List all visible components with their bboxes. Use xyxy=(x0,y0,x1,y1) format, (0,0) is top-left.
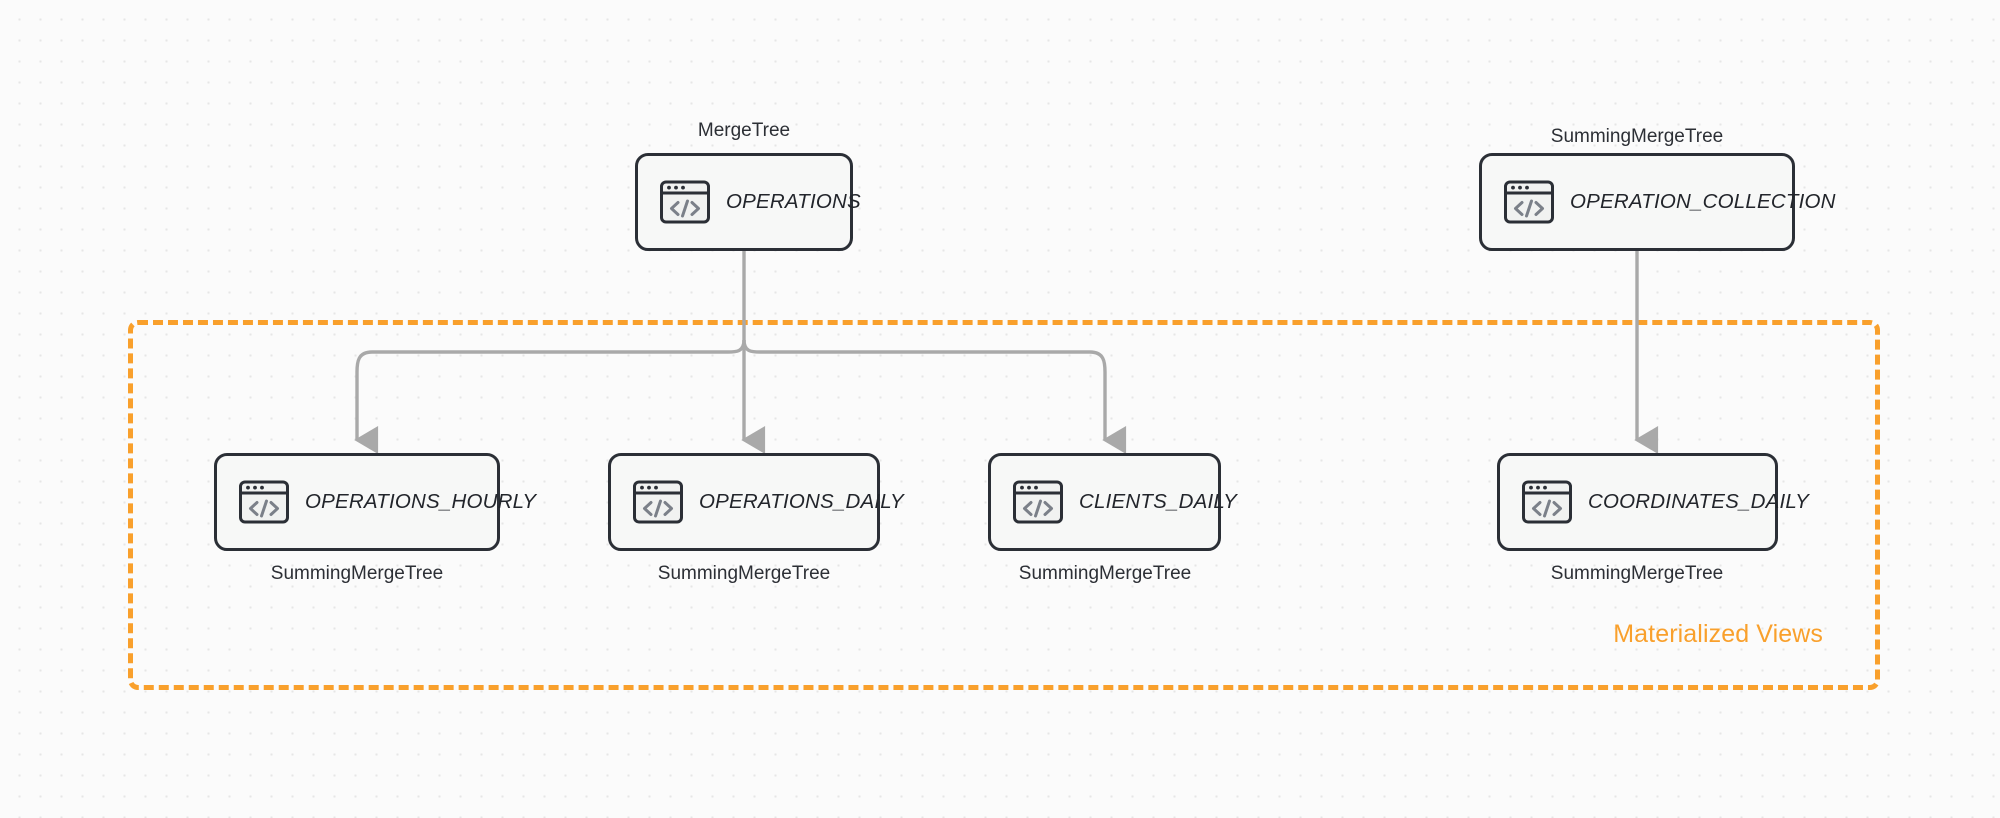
node-label: CLIENTS_DAILY xyxy=(1079,490,1237,513)
code-window-icon xyxy=(633,480,683,524)
materialized-views-group: Materialized Views xyxy=(128,320,1880,690)
code-window-icon xyxy=(660,180,710,224)
node-clients-daily[interactable]: CLIENTS_DAILY xyxy=(988,453,1237,551)
materialized-views-label: Materialized Views xyxy=(1613,620,1823,648)
engine-caption-operations: MergeTree xyxy=(697,120,791,141)
node-label: OPERATIONS_HOURLY xyxy=(305,490,537,513)
code-window-icon xyxy=(1504,180,1554,224)
node-coordinates-daily[interactable]: COORDINATES_DAILY xyxy=(1497,453,1809,551)
engine-caption-clients-daily: SummingMergeTree xyxy=(1018,563,1192,584)
node-operations-daily[interactable]: OPERATIONS_DAILY xyxy=(608,453,904,551)
node-label: OPERATIONS_DAILY xyxy=(699,490,904,513)
code-window-icon xyxy=(239,480,289,524)
engine-caption-operations-daily: SummingMergeTree xyxy=(657,563,831,584)
node-operations[interactable]: OPERATIONS xyxy=(635,153,861,251)
node-label: OPERATION_COLLECTION xyxy=(1570,190,1836,213)
node-label: OPERATIONS xyxy=(726,190,861,213)
node-operation-collection[interactable]: OPERATION_COLLECTION xyxy=(1479,153,1835,251)
engine-caption-operation-collection: SummingMergeTree xyxy=(1550,126,1724,147)
code-window-icon xyxy=(1013,480,1063,524)
code-window-icon xyxy=(1522,480,1572,524)
engine-caption-coordinates-daily: SummingMergeTree xyxy=(1550,563,1724,584)
engine-caption-operations-hourly: SummingMergeTree xyxy=(270,563,444,584)
node-operations-hourly[interactable]: OPERATIONS_HOURLY xyxy=(214,453,536,551)
node-label: COORDINATES_DAILY xyxy=(1588,490,1809,513)
